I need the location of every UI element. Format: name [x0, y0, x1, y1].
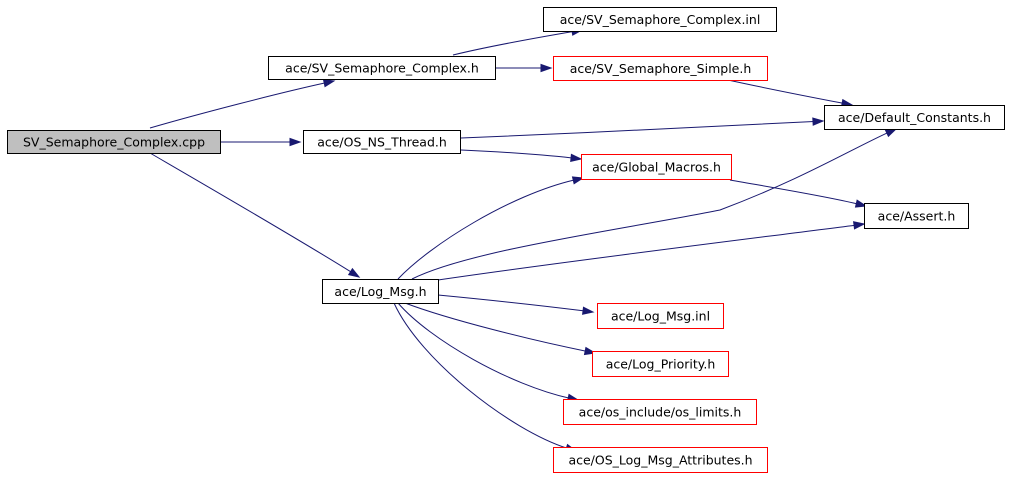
- edge-arrowhead: [540, 63, 553, 73]
- nodes-layer: SV_Semaphore_Complex.cpp ace/SV_Semaphore…: [7, 7, 1005, 473]
- node-log-priority-h[interactable]: ace/Log_Priority.h: [592, 351, 729, 377]
- node-log-msg-inl[interactable]: ace/Log_Msg.inl: [597, 303, 724, 329]
- edge-line: [729, 179, 858, 205]
- node-label: SV_Semaphore_Complex.cpp: [23, 135, 205, 150]
- edge-line: [149, 152, 352, 273]
- node-box[interactable]: [322, 279, 439, 304]
- node-label: ace/Log_Msg.inl: [611, 309, 710, 324]
- node-box[interactable]: [553, 447, 768, 473]
- edge-arrowhead: [570, 153, 583, 163]
- edge-line: [411, 132, 889, 280]
- node-box[interactable]: [543, 7, 777, 32]
- edge-arrowhead: [289, 137, 302, 147]
- node-box[interactable]: [597, 303, 724, 329]
- edge-arrowhead: [322, 79, 336, 88]
- node-root[interactable]: SV_Semaphore_Complex.cpp: [7, 130, 221, 154]
- edge-line: [452, 31, 574, 56]
- edge-arrowhead: [347, 267, 361, 278]
- node-label: ace/OS_Log_Msg_Attributes.h: [568, 453, 752, 468]
- edge-arrowhead: [853, 221, 866, 230]
- edge-global_macros_h-to-assert_h: [729, 179, 868, 208]
- edge-log_msg_h-to-log_priority_h: [404, 302, 597, 356]
- node-label: ace/Log_Priority.h: [606, 357, 716, 372]
- edge-line: [437, 224, 856, 281]
- edge-arrowhead: [812, 117, 825, 126]
- node-box[interactable]: [824, 105, 1005, 130]
- edge-arrowhead: [571, 176, 585, 185]
- node-default-constants-h[interactable]: ace/Default_Constants.h: [824, 105, 1005, 130]
- node-assert-h[interactable]: ace/Assert.h: [864, 203, 969, 229]
- node-label: ace/SV_Semaphore_Complex.h: [285, 61, 479, 76]
- edge-sv_complex_h-to-sv_simple_h: [494, 63, 553, 73]
- edge-arrowhead: [854, 199, 868, 208]
- edge-line: [149, 82, 326, 129]
- edge-root-to-log_msg_h: [149, 152, 361, 278]
- node-log-msg-h[interactable]: ace/Log_Msg.h: [322, 279, 439, 304]
- edge-line: [393, 302, 568, 449]
- node-label: ace/SV_Semaphore_Complex.inl: [560, 12, 761, 27]
- node-os-log-msg-attr-h[interactable]: ace/OS_Log_Msg_Attributes.h: [553, 447, 768, 473]
- edge-line: [460, 121, 815, 139]
- node-label: ace/os_include/os_limits.h: [579, 405, 742, 420]
- node-box[interactable]: [7, 130, 221, 154]
- edge-arrowhead: [582, 306, 595, 315]
- node-box[interactable]: [581, 154, 732, 180]
- node-box[interactable]: [592, 351, 729, 377]
- node-os-ns-thread-h[interactable]: ace/OS_NS_Thread.h: [303, 130, 461, 154]
- node-label: ace/OS_NS_Thread.h: [317, 135, 447, 150]
- edge-line: [727, 79, 844, 104]
- edge-sv_simple_h-to-default_constants_h: [727, 79, 854, 108]
- edge-line: [460, 149, 573, 159]
- node-label: ace/Global_Macros.h: [592, 160, 721, 175]
- node-label: ace/SV_Semaphore_Simple.h: [570, 61, 752, 76]
- node-label: ace/Assert.h: [878, 209, 956, 224]
- node-box[interactable]: [268, 56, 496, 80]
- node-box[interactable]: [303, 130, 461, 154]
- node-label: ace/Log_Msg.h: [334, 284, 426, 299]
- edge-root-to-os_ns_thread_h: [220, 137, 302, 147]
- edge-line: [404, 302, 587, 352]
- edge-os_ns_thread_h-to-global_macros_h: [460, 149, 583, 163]
- node-sv-complex-inl[interactable]: ace/SV_Semaphore_Complex.inl: [543, 7, 777, 32]
- edge-log_msg_h-to-os_limits_h: [397, 302, 580, 402]
- node-sv-complex-h[interactable]: ace/SV_Semaphore_Complex.h: [268, 56, 496, 80]
- edges-layer: [149, 27, 898, 452]
- edge-os_ns_thread_h-to-default_constants_h: [460, 117, 825, 139]
- edge-log_msg_h-to-global_macros_h: [397, 176, 585, 280]
- edge-root-to-sv_complex_h: [149, 79, 336, 129]
- node-box[interactable]: [864, 203, 969, 229]
- edge-line: [437, 294, 585, 312]
- node-box[interactable]: [563, 399, 757, 425]
- node-label: ace/Default_Constants.h: [838, 110, 991, 125]
- edge-log_msg_h-to-assert_h: [437, 221, 866, 281]
- edge-line: [397, 179, 575, 280]
- edge-line: [397, 302, 570, 399]
- node-os-limits-h[interactable]: ace/os_include/os_limits.h: [563, 399, 757, 425]
- edge-arrowhead: [884, 128, 898, 138]
- edge-sv_complex_h-to-sv_complex_inl: [452, 27, 584, 56]
- node-sv-simple-h[interactable]: ace/SV_Semaphore_Simple.h: [553, 56, 768, 81]
- edge-log_msg_h-to-log_msg_inl: [437, 294, 595, 315]
- node-global-macros-h[interactable]: ace/Global_Macros.h: [581, 154, 732, 180]
- node-box[interactable]: [553, 56, 768, 81]
